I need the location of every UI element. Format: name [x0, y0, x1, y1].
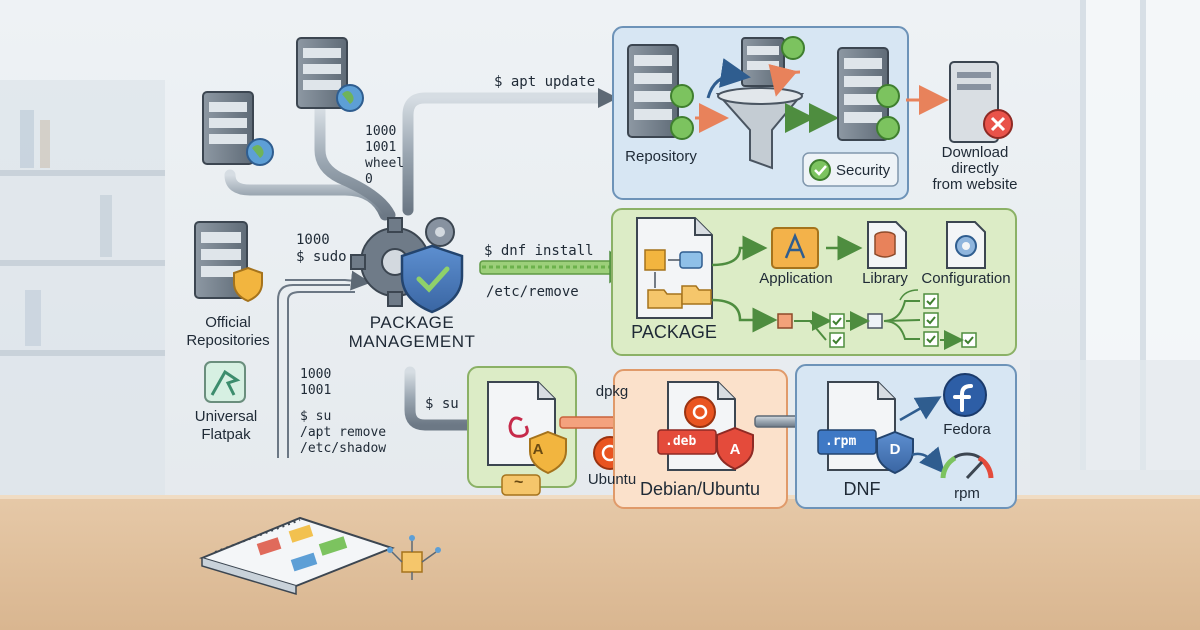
sudo-block: 1000 $ sudo — [296, 232, 347, 265]
repository-server-icon — [627, 44, 694, 140]
group-ids-top: 1000 1001 wheel 0 — [365, 124, 405, 187]
user-ids-left: 1000 1001 — [300, 367, 332, 398]
dnf-install-command: $ dnf install — [484, 243, 594, 259]
gauge-icon — [940, 452, 994, 480]
package-label: PACKAGE — [631, 322, 717, 342]
shield-d-label: D — [889, 441, 901, 458]
application-icon — [771, 227, 819, 269]
debian-document-icon — [487, 381, 567, 475]
package-document-icon — [636, 217, 713, 319]
deb-package-icon — [657, 381, 754, 471]
deb-file-label: .deb — [665, 434, 697, 449]
dnf-label: DNF — [843, 479, 881, 499]
ubuntu-label: Ubuntu — [587, 471, 637, 488]
server-icon-top — [296, 37, 364, 112]
shield-a-label-debian: A — [532, 441, 544, 458]
configuration-gear-icon — [946, 221, 986, 269]
terminal-badge-label: ~ — [514, 474, 524, 491]
terminal-badge — [501, 474, 541, 496]
etc-remove-path: /etc/remove — [486, 284, 579, 300]
pipe-network — [224, 92, 611, 431]
shield-a-label: A — [729, 441, 741, 458]
server-icon-left — [202, 91, 274, 166]
security-label: Security — [836, 162, 891, 179]
official-repositories-label: Official Repositories — [186, 314, 270, 349]
rpm-file-label: .rpm — [825, 434, 857, 449]
repository-label: Repository — [625, 148, 697, 165]
dpkg-label: dpkg — [595, 383, 629, 400]
security-shield-icon — [400, 244, 464, 314]
fedora-label: Fedora — [943, 421, 991, 438]
fedora-logo-icon — [943, 373, 987, 417]
network-cube-icon — [387, 535, 441, 580]
universal-flatpak-label: Universal Flatpak — [194, 408, 258, 443]
library-label: Library — [862, 270, 908, 287]
download-directly-label: Download directly from website — [932, 144, 1018, 193]
package-management-title: PACKAGE MANAGEMENT — [348, 313, 476, 351]
library-icon — [867, 221, 907, 269]
application-label: Application — [759, 270, 833, 287]
funnel-icon — [706, 36, 805, 170]
rpm-package-icon — [817, 381, 914, 475]
flatpak-icon — [204, 361, 246, 403]
su-command: $ su — [425, 396, 459, 412]
debian-ubuntu-label: Debian/Ubuntu — [639, 479, 761, 499]
gear-icon — [350, 217, 455, 307]
rpm-label: rpm — [954, 485, 980, 502]
configuration-label: Configuration — [921, 270, 1011, 287]
computer-tower-icon — [949, 61, 1013, 143]
apt-update-command: $ apt update — [494, 74, 596, 90]
su-commands-left: $ su /apt remove /etc/shadow — [300, 409, 387, 456]
official-repo-server-icon — [194, 221, 263, 303]
repository-server-icon-right — [837, 47, 900, 141]
